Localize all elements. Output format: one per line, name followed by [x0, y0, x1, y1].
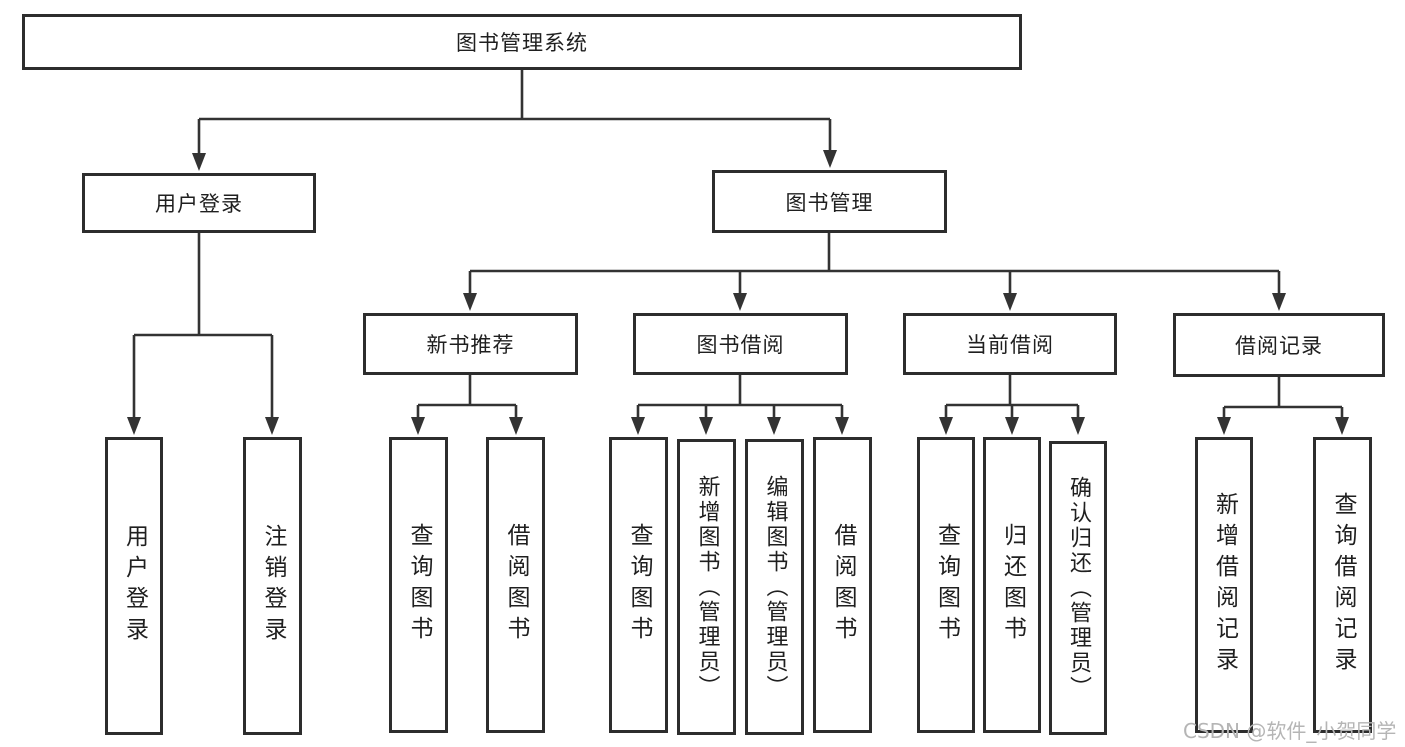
- connector-borrow-records-children: [1217, 377, 1349, 435]
- leaf-cb-return-books-label: 归还图书: [999, 523, 1026, 647]
- node-user-login: 用户登录: [82, 173, 316, 233]
- leaf-br-add-record-label: 新增借阅记录: [1211, 492, 1238, 678]
- node-book-management-label: 图书管理: [785, 190, 874, 215]
- leaf-rec-borrow-books: 借阅图书: [486, 437, 545, 733]
- leaf-cb-return-books: 归还图书: [983, 437, 1041, 733]
- leaf-rec-query-books-label: 查询图书: [406, 523, 432, 647]
- leaf-bb-add-books-label: 新增图书（管理员）: [694, 474, 720, 700]
- leaf-bb-edit-books: 编辑图书（管理员）: [745, 439, 804, 735]
- node-new-book-recommend: 新书推荐: [363, 313, 578, 375]
- leaf-logout: 注销登录: [243, 437, 302, 735]
- leaf-rec-borrow-books-label: 借阅图书: [503, 523, 529, 647]
- leaf-rec-query-books: 查询图书: [389, 437, 448, 733]
- leaf-cb-query-books: 查询图书: [917, 437, 975, 733]
- root-node-label: 图书管理系统: [456, 31, 588, 55]
- leaf-bb-add-books: 新增图书（管理员）: [677, 439, 736, 735]
- connector-book-borrow-children: [631, 375, 849, 435]
- node-borrow-records-label: 借阅记录: [1235, 334, 1323, 358]
- csdn-watermark: CSDN @软件_小贺同学: [1183, 719, 1397, 743]
- leaf-br-add-record: 新增借阅记录: [1195, 437, 1253, 733]
- connector-root-to-level2: [192, 70, 837, 171]
- leaf-user-login: 用户登录: [105, 437, 163, 735]
- node-borrow-records: 借阅记录: [1173, 313, 1385, 377]
- root-node: 图书管理系统: [22, 14, 1022, 70]
- leaf-cb-confirm-return: 确认归还（管理员）: [1049, 441, 1107, 735]
- node-book-borrow-label: 图书借阅: [696, 333, 785, 357]
- leaf-cb-confirm-return-label: 确认归还（管理员）: [1066, 475, 1091, 701]
- node-user-login-label: 用户登录: [155, 192, 243, 216]
- leaf-logout-label: 注销登录: [260, 524, 286, 648]
- connector-user-login-children: [127, 233, 279, 435]
- leaf-user-login-label: 用户登录: [121, 524, 148, 648]
- leaf-br-query-record-label: 查询借阅记录: [1330, 492, 1356, 678]
- connector-new-book-recommend-children: [411, 375, 523, 435]
- leaf-cb-query-books-label: 查询图书: [933, 523, 960, 647]
- connector-current-borrow-children: [939, 375, 1085, 435]
- leaf-br-query-record: 查询借阅记录: [1313, 437, 1372, 733]
- node-book-borrow: 图书借阅: [633, 313, 848, 375]
- node-new-book-recommend-label: 新书推荐: [426, 333, 515, 357]
- node-book-management: 图书管理: [712, 170, 947, 233]
- leaf-bb-edit-books-label: 编辑图书（管理员）: [762, 474, 788, 700]
- node-current-borrow-label: 当前借阅: [966, 333, 1054, 357]
- node-current-borrow: 当前借阅: [903, 313, 1117, 375]
- leaf-bb-borrow-books: 借阅图书: [813, 437, 872, 733]
- leaf-bb-borrow-books-label: 借阅图书: [830, 523, 856, 647]
- connector-book-management-children: [463, 233, 1286, 311]
- leaf-bb-query-books: 查询图书: [609, 437, 668, 733]
- leaf-bb-query-books-label: 查询图书: [626, 523, 652, 647]
